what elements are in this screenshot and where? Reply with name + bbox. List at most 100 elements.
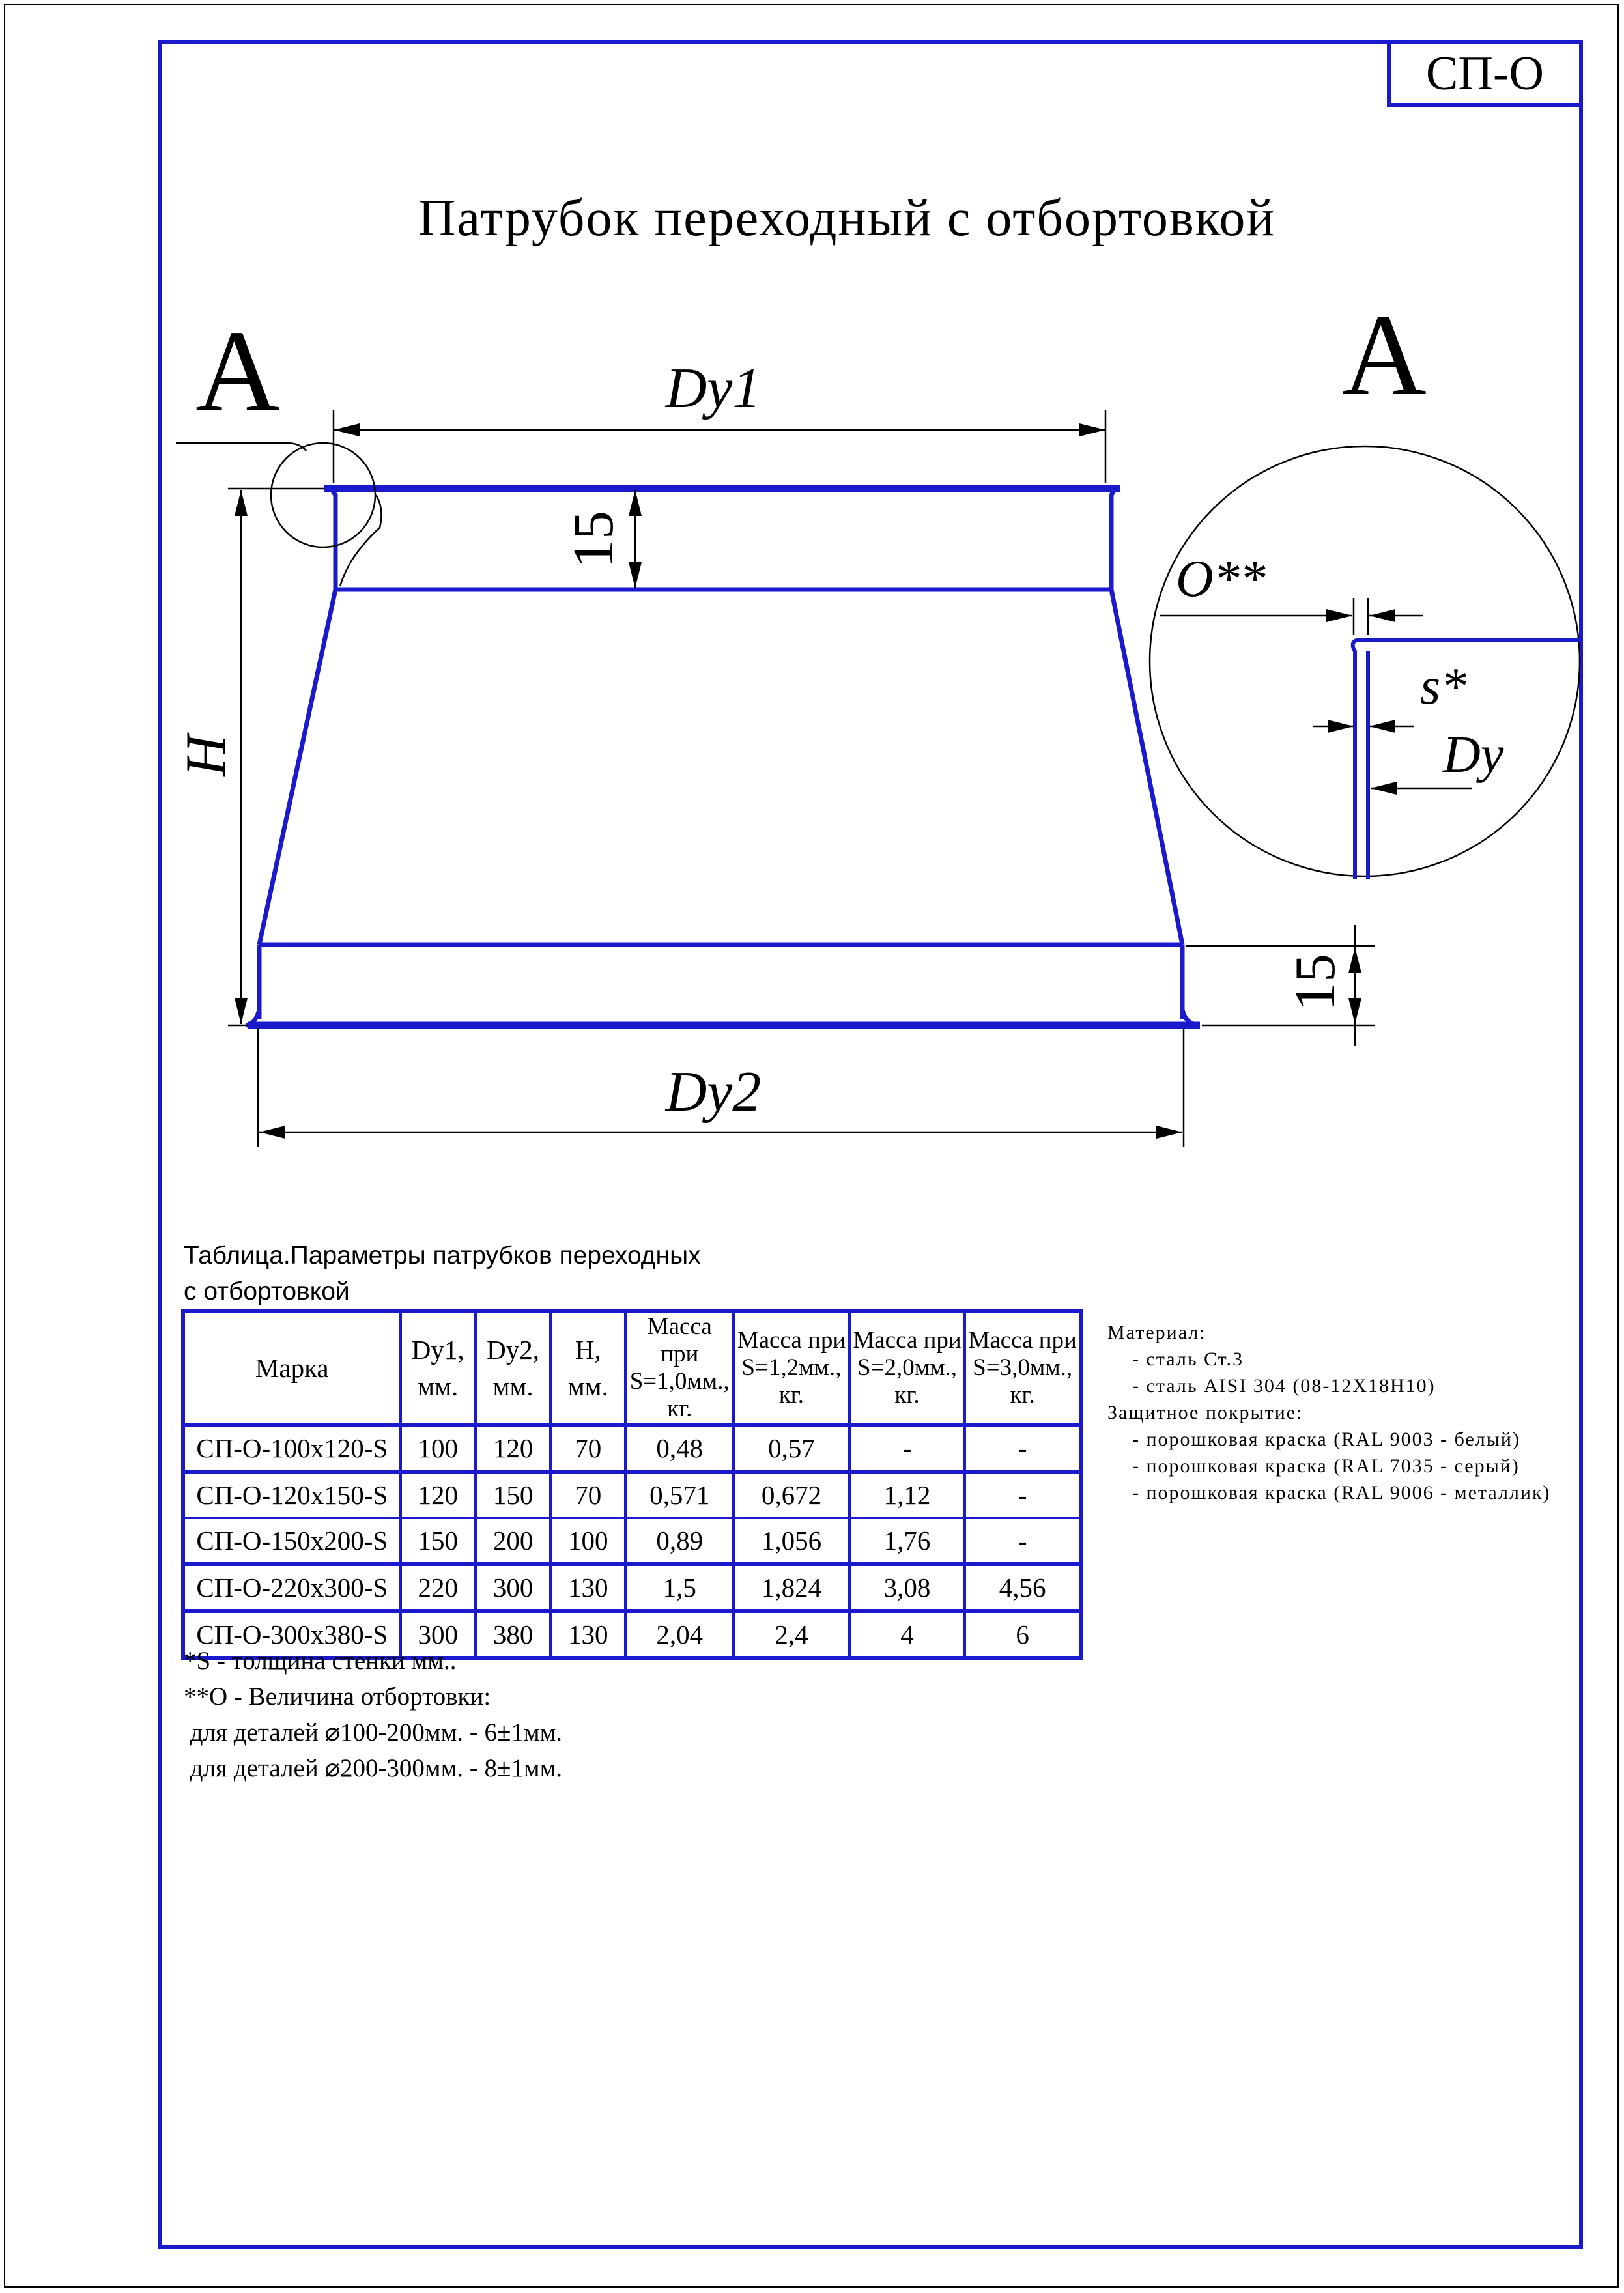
header-text: Dy1, bbox=[411, 1335, 464, 1365]
cell-dy1: 300 bbox=[399, 1609, 477, 1659]
table-header-row: Марка Dy1, мм. Dy2, мм. H, мм. Масса при… bbox=[182, 1310, 1082, 1426]
header-dy1: Dy1, мм. bbox=[399, 1310, 477, 1426]
header-text: Dy2, bbox=[487, 1335, 540, 1365]
cell-mass-1-0: 0,571 bbox=[624, 1470, 735, 1519]
note-line: для деталей ⌀100-200мм. - 6±1мм. bbox=[184, 1718, 563, 1746]
cell-mass-1-2: 0,672 bbox=[732, 1470, 851, 1519]
cell-dy1: 120 bbox=[399, 1470, 477, 1519]
cell-mass-1-2: 1,824 bbox=[732, 1562, 851, 1612]
table-row: СП-О-150х200-S 150 200 100 0,89 1,056 1,… bbox=[182, 1517, 1082, 1565]
detail-label-dy: Dy bbox=[1442, 726, 1504, 784]
header-mass-3-0: Масса при S=3,0мм., кг. bbox=[963, 1310, 1082, 1426]
cell-dy2: 120 bbox=[474, 1423, 552, 1473]
cell-mark: СП-О-220х300-S bbox=[182, 1562, 402, 1612]
cell-dy2: 150 bbox=[474, 1470, 552, 1519]
header-mass-1-0: Масса при S=1,0мм., кг. bbox=[624, 1310, 735, 1426]
header-text: S=1,2мм., bbox=[741, 1354, 842, 1381]
header-unit: кг. bbox=[1010, 1382, 1035, 1408]
sheet-border bbox=[4, 4, 1619, 2288]
material-line: Защитное покрытие: bbox=[1107, 1402, 1303, 1423]
header-text: S=3,0мм., bbox=[973, 1354, 1073, 1381]
drawing-title: Патрубок переходный с отбортовкой bbox=[418, 190, 1276, 247]
table-row: СП-О-300х380-S 300 380 130 2,04 2,4 4 6 bbox=[182, 1609, 1082, 1659]
construction-lines bbox=[176, 410, 1375, 1146]
cell-mass-3-0: - bbox=[963, 1517, 1082, 1565]
cell-mass-2-0: 4 bbox=[848, 1609, 967, 1659]
detail-label-flare: O** bbox=[1176, 550, 1266, 608]
table-row: СП-О-120х150-S 120 150 70 0,571 0,672 1,… bbox=[182, 1470, 1082, 1519]
material-line: Материал: bbox=[1107, 1322, 1206, 1343]
cell-dy2: 380 bbox=[474, 1609, 552, 1659]
cell-dy1: 150 bbox=[399, 1517, 477, 1565]
header-text: Масса при bbox=[647, 1313, 712, 1367]
cell-mark: СП-О-300х380-S bbox=[182, 1609, 402, 1659]
cell-h: 70 bbox=[549, 1423, 627, 1473]
cell-mass-1-2: 2,4 bbox=[732, 1609, 851, 1659]
header-mass-1-2: Масса при S=1,2мм., кг. bbox=[732, 1310, 851, 1426]
cell-mass-1-0: 2,04 bbox=[624, 1609, 735, 1659]
header-unit: мм. bbox=[492, 1371, 534, 1401]
cell-dy1: 220 bbox=[399, 1562, 477, 1612]
header-text: H, bbox=[575, 1335, 601, 1365]
header-mass-2-0: Масса при S=2,0мм., кг. bbox=[848, 1310, 967, 1426]
cell-h: 70 bbox=[549, 1470, 627, 1519]
cell-mass-2-0: - bbox=[848, 1423, 967, 1473]
detail-label-wall: s* bbox=[1420, 658, 1466, 715]
part-outline bbox=[246, 485, 1200, 1029]
dim-label-collar-top: 15 bbox=[562, 511, 625, 568]
header-text: Масса при bbox=[853, 1327, 962, 1354]
header-h: H, мм. bbox=[549, 1310, 627, 1426]
cell-mass-1-0: 0,48 bbox=[624, 1423, 735, 1473]
cell-mark: СП-О-100х120-S bbox=[182, 1423, 402, 1473]
dim-label-h: H bbox=[175, 732, 238, 777]
material-line: - порошковая краска (RAL 9003 - белый) bbox=[1107, 1429, 1520, 1450]
header-text: S=1,0мм., bbox=[629, 1368, 730, 1395]
header-text: Масса при bbox=[968, 1327, 1077, 1354]
sheet-code-stamp: СП-О bbox=[1387, 40, 1583, 107]
cell-mass-3-0: - bbox=[963, 1470, 1082, 1519]
cell-mass-1-0: 0,89 bbox=[624, 1517, 735, 1565]
note-line: *S - толщина стенки мм.. bbox=[184, 1647, 457, 1675]
cell-mass-1-0: 1,5 bbox=[624, 1562, 735, 1612]
cell-mark: СП-О-120х150-S bbox=[182, 1470, 402, 1519]
note-line: для деталей ⌀200-300мм. - 8±1мм. bbox=[184, 1754, 563, 1782]
table-caption-line: Таблица.Параметры патрубков переходных bbox=[184, 1242, 701, 1270]
header-unit: кг. bbox=[894, 1382, 920, 1408]
dim-label-dy2: Dy2 bbox=[665, 1061, 762, 1124]
cell-dy2: 200 bbox=[474, 1517, 552, 1565]
header-dy2: Dy2, мм. bbox=[474, 1310, 552, 1426]
cell-dy2: 300 bbox=[474, 1562, 552, 1612]
cell-mass-3-0: 6 bbox=[963, 1609, 1082, 1659]
header-text: S=2,0мм., bbox=[857, 1354, 958, 1381]
cell-mass-3-0: 4,56 bbox=[963, 1562, 1082, 1612]
cell-mass-2-0: 1,12 bbox=[848, 1470, 967, 1519]
table-row: СП-О-100х120-S 100 120 70 0,48 0,57 - - bbox=[182, 1423, 1082, 1473]
material-line: - порошковая краска (RAL 7035 - серый) bbox=[1107, 1455, 1520, 1477]
material-line: - сталь AISI 304 (08-12Х18Н10) bbox=[1107, 1375, 1436, 1397]
cell-h: 130 bbox=[549, 1609, 627, 1659]
table-caption: Таблица.Параметры патрубков переходных с… bbox=[184, 1238, 701, 1309]
detail-callout-circle bbox=[270, 442, 377, 548]
section-label-left: А bbox=[195, 306, 280, 436]
cell-dy1: 100 bbox=[399, 1423, 477, 1473]
cell-mass-2-0: 3,08 bbox=[848, 1562, 967, 1612]
dim-label-dy1: Dy1 bbox=[665, 357, 762, 420]
cell-mark: СП-О-150х200-S bbox=[182, 1517, 402, 1565]
cell-mass-2-0: 1,76 bbox=[848, 1517, 967, 1565]
table-row: СП-О-220х300-S 220 300 130 1,5 1,824 3,0… bbox=[182, 1562, 1082, 1612]
header-unit: мм. bbox=[567, 1371, 608, 1401]
parameters-table: Марка Dy1, мм. Dy2, мм. H, мм. Масса при… bbox=[181, 1309, 1083, 1660]
dim-label-collar-bottom: 15 bbox=[1284, 954, 1347, 1011]
note-line: **O - Величина отбортовки: bbox=[184, 1683, 491, 1711]
cell-h: 130 bbox=[549, 1562, 627, 1612]
cell-mass-3-0: - bbox=[963, 1423, 1082, 1473]
material-line: - порошковая краска (RAL 9006 - металлик… bbox=[1107, 1482, 1551, 1503]
header-text: Масса при bbox=[737, 1327, 846, 1354]
header-unit: кг. bbox=[778, 1382, 805, 1408]
cell-h: 100 bbox=[549, 1517, 627, 1565]
section-label-right: А bbox=[1342, 290, 1427, 420]
material-line: - сталь Ст.3 bbox=[1107, 1348, 1244, 1370]
table-caption-line: с отбортовкой bbox=[184, 1277, 350, 1305]
cell-mass-1-2: 0,57 bbox=[732, 1423, 851, 1473]
